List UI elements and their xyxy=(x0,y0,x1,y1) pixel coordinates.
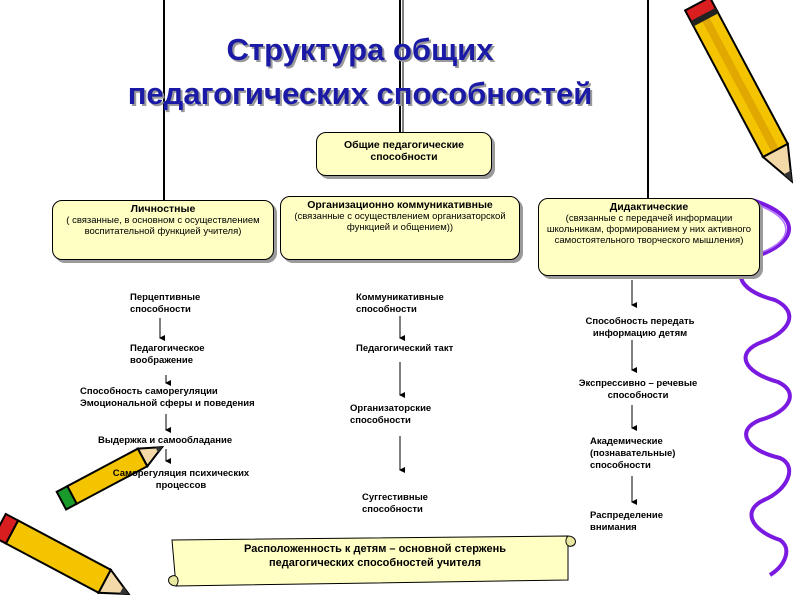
list-item: Распределение внимания xyxy=(590,510,663,533)
category-box-organizational: Организационно коммуникативные (связанны… xyxy=(280,196,520,260)
list-item: Экспрессивно – речевые способности xyxy=(578,378,698,401)
list-item: Саморегуляция психических процессов xyxy=(112,468,250,491)
category-name: Организационно коммуникативные xyxy=(307,199,493,211)
list-item: Педагогическое воображение xyxy=(130,343,205,366)
category-description: ( связанные, в основном с осуществлением… xyxy=(66,215,260,237)
category-name: Дидактические xyxy=(609,201,689,213)
list-item: Суггестивные способности xyxy=(362,492,428,515)
title-line-2: педагогических способностей xyxy=(127,76,593,111)
list-item: Способность передать информацию детям xyxy=(585,316,695,339)
root-line-2: способности xyxy=(370,151,438,163)
page-title: Структура общих педагогических способнос… xyxy=(60,28,660,116)
title-line-1: Структура общих xyxy=(226,32,494,67)
pencil-icon xyxy=(0,512,131,596)
pencil-icon xyxy=(55,445,165,511)
list-item: Академические (познавательные) способнос… xyxy=(590,436,676,471)
conclusion-text: Расположенность к детям – основной стерж… xyxy=(180,542,570,570)
category-name: Личностные xyxy=(130,203,196,215)
category-box-personal: Личностные ( связанные, в основном с осу… xyxy=(52,200,274,260)
root-box: Общие педагогические способности xyxy=(316,132,492,176)
list-item: Выдержка и самообладание xyxy=(98,435,233,446)
list-item: Перцептивные способности xyxy=(130,292,201,315)
category-description: (связанные с осуществлением организаторс… xyxy=(294,211,506,233)
conclusion-line-2: педагогических способностей учителя xyxy=(268,557,482,569)
list-item: Способность саморегуляции Эмоциональной … xyxy=(80,386,255,409)
list-item: Организаторские способности xyxy=(350,403,432,426)
category-box-didactic: Дидактические (связанные с передачей инф… xyxy=(538,198,760,276)
list-item: Коммуникативные способности xyxy=(356,292,444,315)
conclusion-line-1: Расположенность к детям – основной стерж… xyxy=(244,543,506,555)
category-description: (связанные с передачей информации школьн… xyxy=(546,213,752,246)
list-item: Педагогический такт xyxy=(356,343,454,354)
pencil-icon xyxy=(683,0,794,184)
conclusion-scroll xyxy=(168,535,576,587)
root-line-1: Общие педагогические xyxy=(343,139,465,151)
